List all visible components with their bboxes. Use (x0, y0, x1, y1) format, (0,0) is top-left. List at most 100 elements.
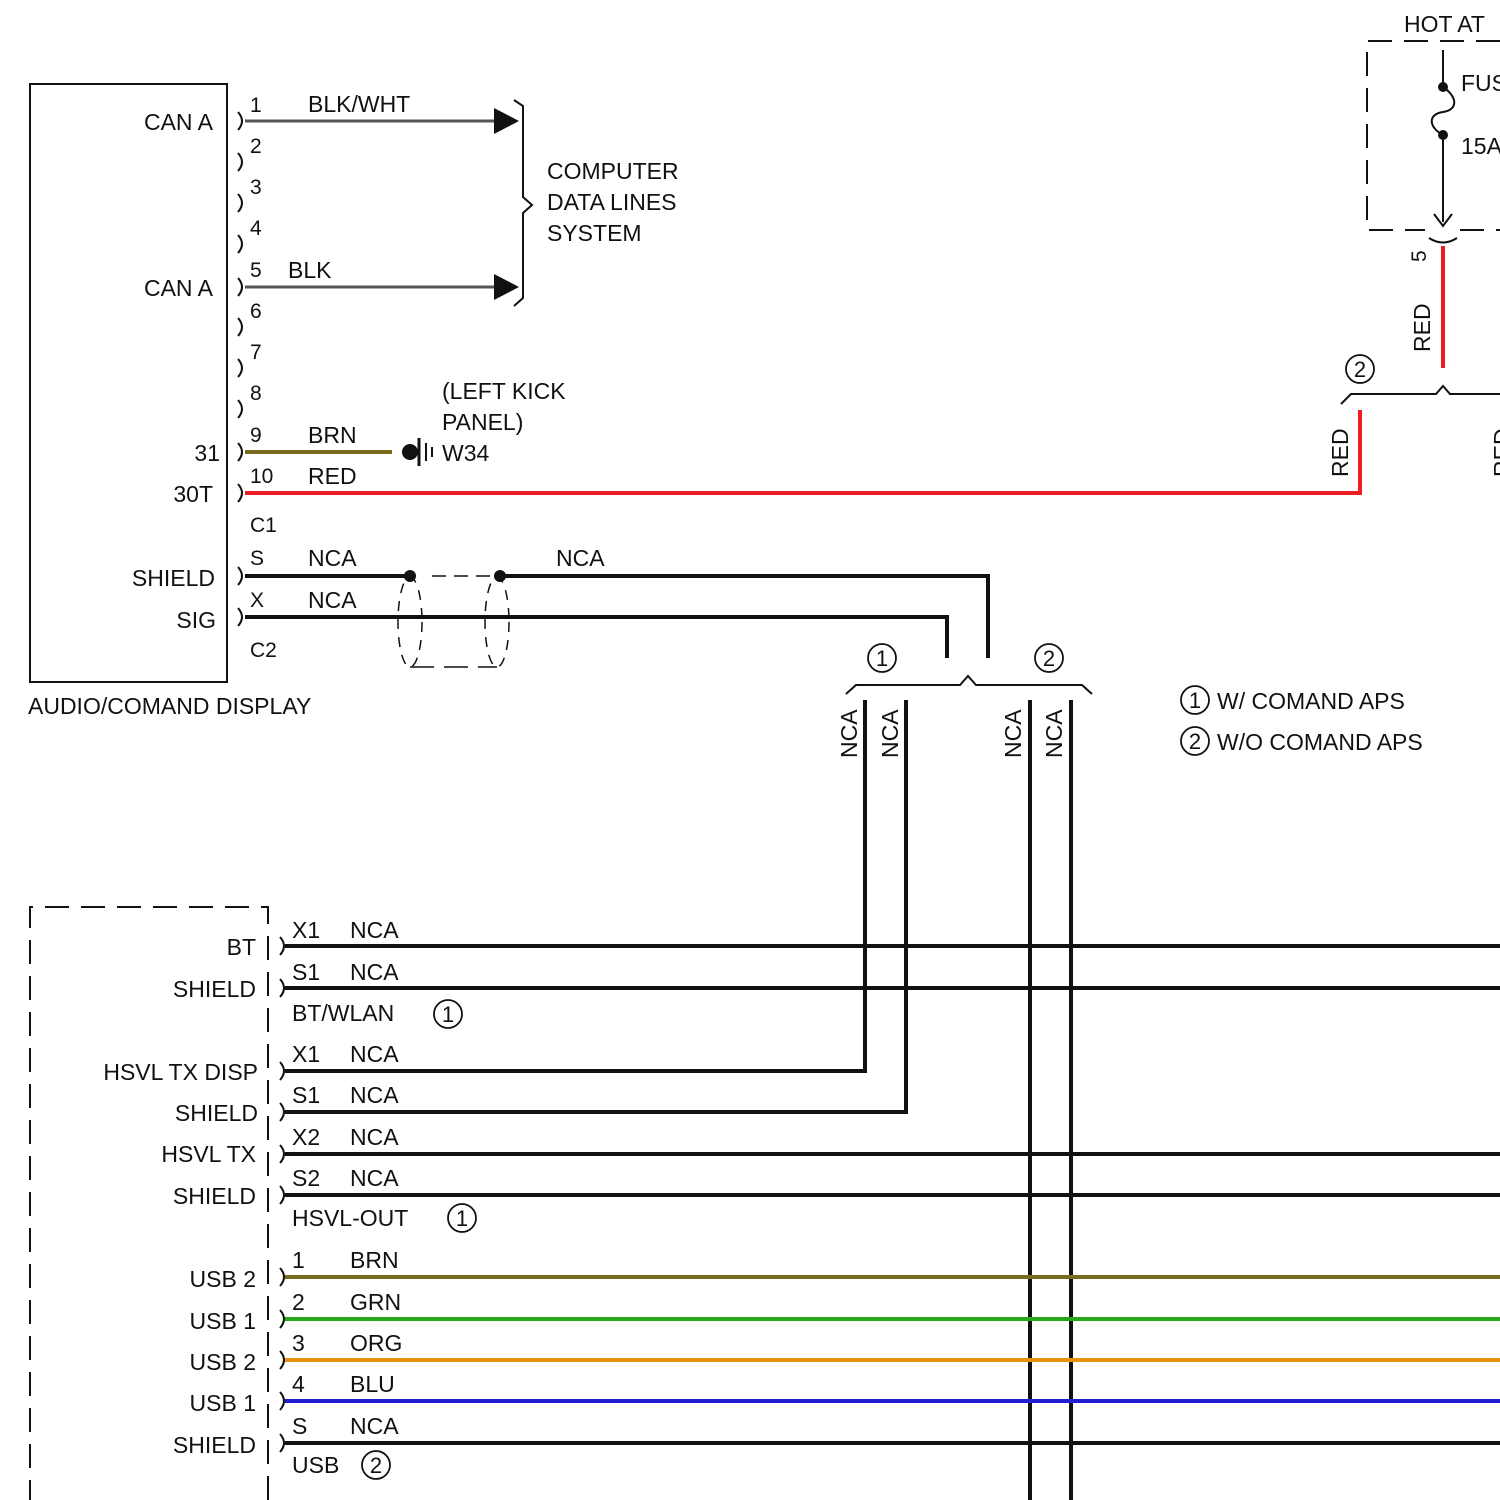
row-wire: NCA (350, 917, 399, 943)
option-marker-2-text: 2 (1043, 646, 1055, 671)
pin-x-label: X (250, 589, 264, 612)
wire-label-red-fuse: RED (1409, 303, 1435, 352)
wire-label-blk-wht: BLK/WHT (308, 91, 410, 117)
pin-bracket (280, 1062, 284, 1080)
module-label-hsvl-tx-disp: HSVL TX DISP (103, 1059, 258, 1085)
pin-bracket (280, 1434, 284, 1452)
connector-c2-label: C2 (250, 639, 277, 662)
option-marker-2-text: 2 (370, 1453, 382, 1478)
row-wire: ORG (350, 1330, 402, 1356)
row-pin: S1 (292, 959, 320, 985)
pin-number: 10 (250, 465, 273, 488)
option-marker-1-text: 1 (876, 646, 888, 671)
pin-s-label: S (250, 547, 264, 570)
audio-display-box (30, 84, 227, 682)
wire-label-nca-v1: NCA (836, 709, 862, 758)
row-pin: 3 (292, 1330, 305, 1356)
pin-bracket (238, 359, 242, 377)
pin-bracket (280, 979, 284, 997)
wire-label-nca-v3: NCA (1000, 709, 1026, 758)
pin-bracket (280, 1186, 284, 1204)
row-pin: X2 (292, 1124, 320, 1150)
row-pin: S1 (292, 1082, 320, 1108)
module-label-shield-3: SHIELD (173, 1183, 256, 1209)
connector-usb: USB (292, 1452, 339, 1478)
shield-ellipse (485, 577, 509, 667)
pin-number: 4 (250, 217, 262, 240)
ground-id: W34 (442, 440, 490, 466)
pin-bracket (238, 153, 242, 171)
connector-c1-pins: 1 2 3 4 5 6 7 8 9 10 C1 (238, 94, 277, 537)
pin-bracket (280, 1310, 284, 1328)
legend-marker-1-text: 1 (1189, 688, 1201, 713)
pin-bracket (280, 937, 284, 955)
data-lines-label-2: DATA LINES (547, 189, 677, 215)
pin-number: 3 (250, 176, 262, 199)
wire-label-blk: BLK (288, 257, 332, 283)
module-label-usb1-a: USB 1 (190, 1308, 256, 1334)
row-wire: NCA (350, 959, 399, 985)
ground-point (402, 444, 418, 460)
row-wire: BRN (350, 1247, 399, 1273)
fuse-pin: 5 (1408, 250, 1431, 262)
wire-label-nca-v4: NCA (1041, 709, 1067, 758)
row-wire: BLU (350, 1371, 395, 1397)
row-pin: 1 (292, 1247, 305, 1273)
pin-number: 9 (250, 424, 262, 447)
pin-bracket (238, 567, 242, 585)
wire-label-red: RED (308, 463, 357, 489)
wire-label-red-right-splice: RED (1327, 428, 1353, 477)
row-pin: 4 (292, 1371, 305, 1397)
pin-bracket (280, 1392, 284, 1410)
connector-hsvl-out: HSVL-OUT (292, 1205, 408, 1231)
pin-label-31: 31 (194, 440, 220, 466)
ground-location-1: (LEFT KICK (442, 378, 566, 404)
arrow-head (494, 274, 519, 300)
row-wire: NCA (350, 1413, 399, 1439)
splice-dot (494, 570, 506, 582)
wire-label-nca-v2: NCA (877, 709, 903, 758)
splice-bracket (1341, 386, 1500, 404)
pin-bracket (238, 443, 242, 461)
legend-text-1: W/ COMAND APS (1217, 688, 1405, 714)
pin-number: 8 (250, 382, 262, 405)
row-pin: 2 (292, 1289, 305, 1315)
connector-bt-wlan: BT/WLAN (292, 1000, 394, 1026)
pin-bracket (1429, 238, 1457, 243)
pin-bracket (238, 400, 242, 418)
row-wire: NCA (350, 1124, 399, 1150)
row-wire: NCA (350, 1165, 399, 1191)
pin-label-shield: SHIELD (132, 565, 215, 591)
pin-bracket (238, 278, 242, 296)
pin-number: 1 (250, 94, 262, 117)
pin-number: 2 (250, 135, 262, 158)
arrow-head (494, 108, 519, 134)
row-pin: X1 (292, 1041, 320, 1067)
connector-c1-label: C1 (250, 514, 277, 537)
splice-bracket (846, 676, 1092, 694)
data-lines-label-1: COMPUTER (547, 158, 679, 184)
pin-label-can-a-5: CAN A (144, 275, 214, 301)
wire-label-red-offscreen: RED (1489, 428, 1500, 477)
pin-bracket (238, 235, 242, 253)
wire-sig (245, 617, 947, 658)
pin-label-sig: SIG (176, 607, 216, 633)
pin-number: 7 (250, 341, 262, 364)
pin-bracket (238, 484, 242, 502)
row-pin: S (292, 1413, 307, 1439)
module-label-hsvl-tx: HSVL TX (161, 1141, 256, 1167)
fuse-label: FUS (1461, 70, 1500, 96)
option-marker-2-right-text: 2 (1354, 357, 1366, 382)
ground-location-2: PANEL) (442, 409, 523, 435)
pin-bracket (238, 318, 242, 336)
module-label-usb2-a: USB 2 (190, 1266, 256, 1292)
row-pin: S2 (292, 1165, 320, 1191)
data-lines-brace (514, 100, 532, 306)
wire-label-brn: BRN (308, 422, 357, 448)
wire-label-nca-s: NCA (308, 545, 357, 571)
module-label-usb2-b: USB 2 (190, 1349, 256, 1375)
pin-bracket (238, 194, 242, 212)
data-lines-label-3: SYSTEM (547, 220, 642, 246)
fuse-icon (1432, 87, 1455, 135)
